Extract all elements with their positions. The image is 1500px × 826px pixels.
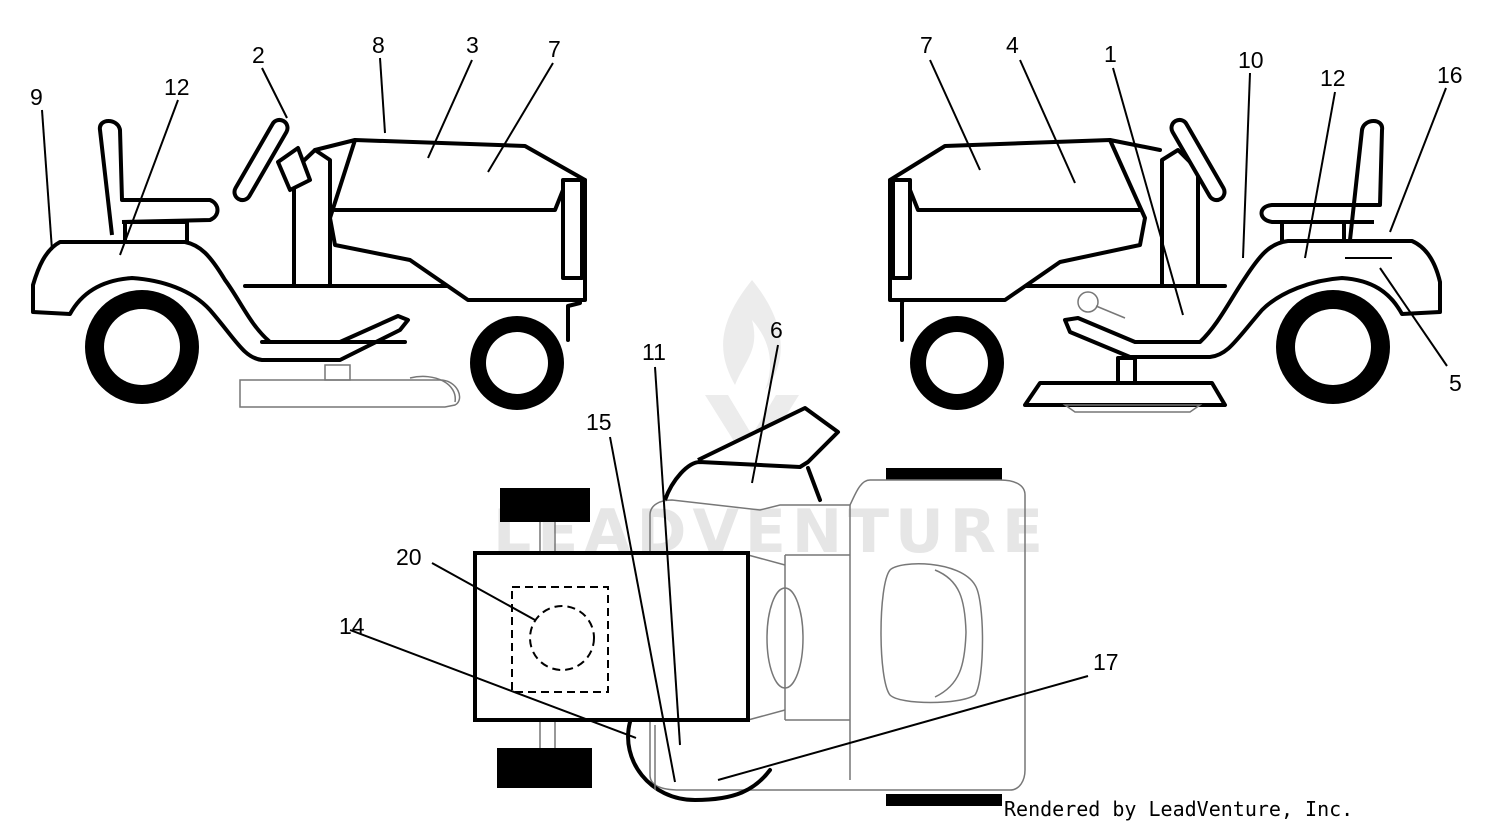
callout-7-right: 7	[920, 32, 933, 58]
callout-17: 17	[1093, 649, 1119, 675]
callout-16: 16	[1437, 62, 1463, 88]
callout-7: 7	[548, 36, 561, 62]
callouts: 9 12 2 8 3 7 7 4 1 10 12 16 5 6 11 15 20…	[30, 32, 1463, 675]
callout-1: 1	[1104, 41, 1117, 67]
footer-credit: Rendered by LeadVenture, Inc.	[1004, 797, 1353, 821]
top-view	[473, 406, 1026, 806]
callout-9: 9	[30, 84, 43, 110]
callout-6: 6	[770, 317, 783, 343]
right-side-view	[888, 117, 1442, 413]
callout-2: 2	[252, 42, 265, 68]
callout-3: 3	[466, 32, 479, 58]
callout-8: 8	[372, 32, 385, 58]
callout-11: 11	[642, 339, 666, 365]
callout-14: 14	[339, 613, 365, 639]
callout-20: 20	[396, 544, 422, 570]
left-side-view	[31, 117, 587, 410]
callout-5: 5	[1449, 370, 1462, 396]
leader-lines	[41, 57, 1448, 783]
callout-10: 10	[1238, 47, 1264, 73]
callout-12: 12	[164, 74, 190, 100]
callout-15: 15	[586, 409, 612, 435]
callout-4: 4	[1006, 32, 1019, 58]
callout-12-right: 12	[1320, 65, 1346, 91]
